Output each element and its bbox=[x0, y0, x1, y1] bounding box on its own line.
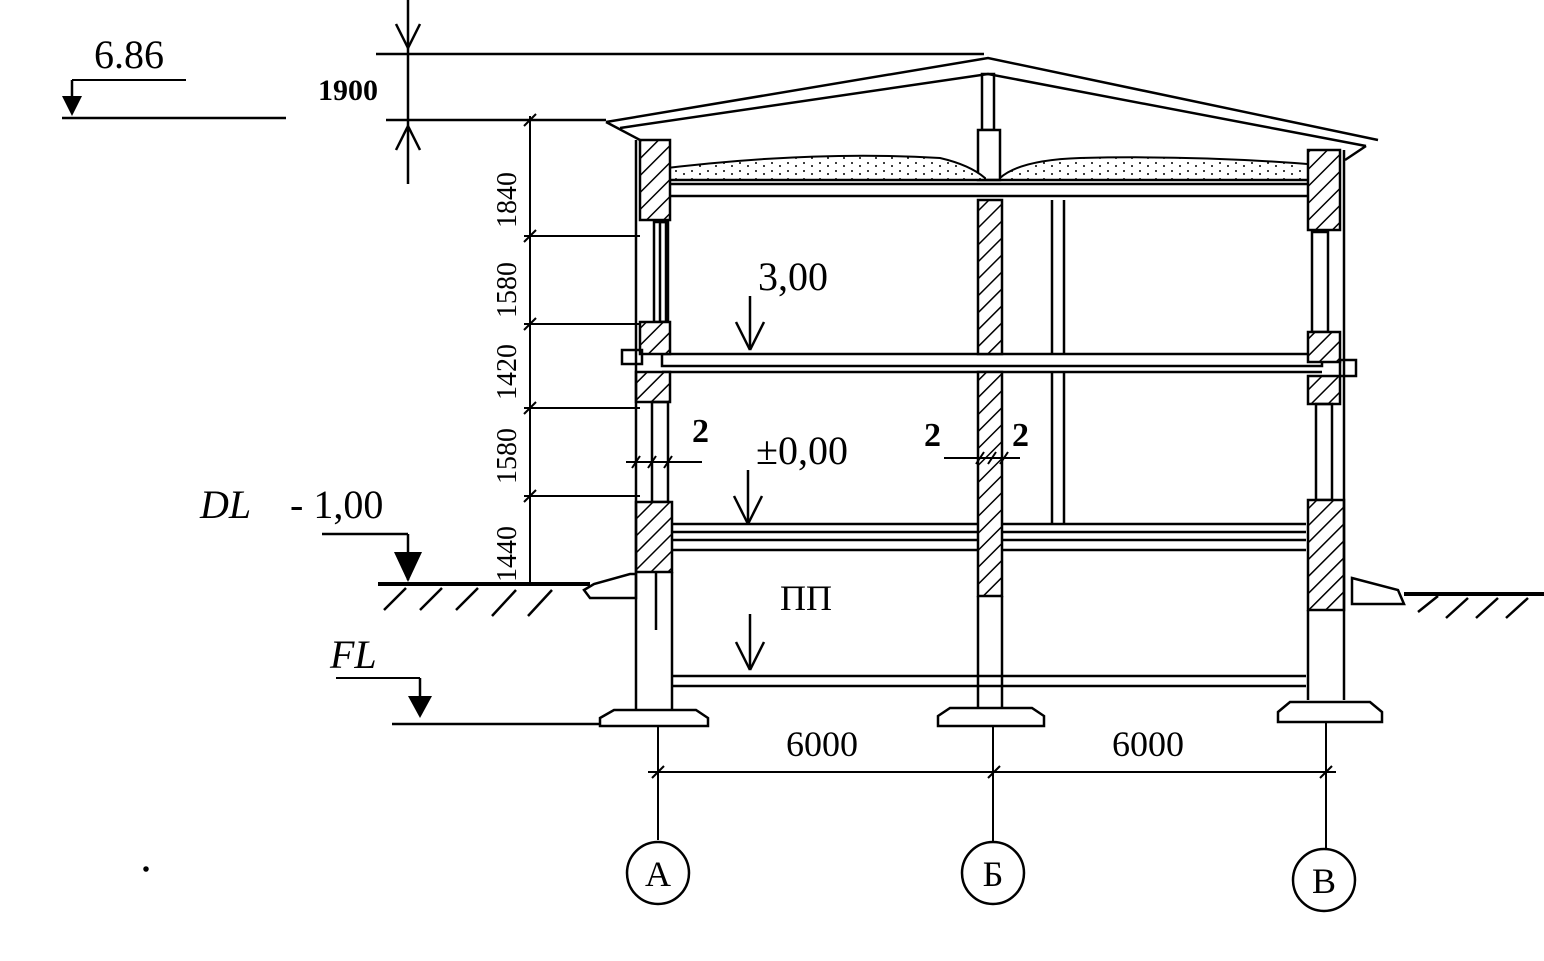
span-left-label: 6000 bbox=[786, 724, 858, 764]
ground-floor-elevation-label: ±0,00 bbox=[756, 428, 848, 473]
wall-thickness-mark-middle bbox=[944, 451, 1020, 465]
basement-floor-label: ПП bbox=[780, 578, 832, 618]
wall-thickness-mark-left bbox=[626, 455, 702, 469]
dim-1840: 1840 bbox=[492, 172, 523, 228]
floor-slab-roof bbox=[655, 178, 1325, 198]
roof-height-dimension bbox=[376, 0, 984, 184]
elevation-arrow-dl bbox=[322, 532, 422, 582]
ground-line-left bbox=[378, 582, 590, 617]
floor-slab-second bbox=[660, 352, 1324, 374]
roof bbox=[605, 56, 1379, 182]
dim-1440: 1440 bbox=[492, 526, 523, 582]
fl-label: FL bbox=[329, 632, 377, 677]
stray-dot bbox=[143, 866, 149, 872]
dl-value-label: - 1,00 bbox=[290, 482, 383, 527]
wall-thickness-middle-right: 2 bbox=[1012, 417, 1029, 454]
elevation-arrow-fl bbox=[336, 677, 432, 718]
dim-1580-upper: 1580 bbox=[492, 262, 523, 318]
attic-insulation bbox=[649, 154, 986, 181]
wall-thickness-left: 2 bbox=[692, 413, 709, 450]
ground-line-right bbox=[1350, 576, 1544, 619]
right-wall bbox=[1276, 148, 1384, 724]
floor-slab-basement bbox=[672, 674, 1306, 688]
top-elevation-label: 6.86 bbox=[94, 32, 164, 77]
attic-insulation-right bbox=[999, 156, 1321, 181]
dim-1420: 1420 bbox=[492, 344, 523, 400]
blind-area-left bbox=[582, 572, 638, 600]
elevation-arrow-pp bbox=[734, 614, 766, 671]
axis-a bbox=[625, 726, 691, 906]
axis-b-label: Б bbox=[983, 854, 1004, 894]
dl-label: DL bbox=[199, 482, 251, 527]
vertical-dimension-chain bbox=[523, 113, 640, 584]
axis-v bbox=[1291, 722, 1357, 913]
span-right-label: 6000 bbox=[1112, 724, 1184, 764]
elevation-arrow-000 bbox=[732, 470, 764, 525]
middle-column bbox=[936, 198, 1066, 728]
top-elevation-marker bbox=[62, 79, 286, 120]
roof-height-label: 1900 bbox=[318, 74, 378, 107]
dim-1580-lower: 1580 bbox=[492, 428, 523, 484]
wall-thickness-middle-left: 2 bbox=[924, 417, 941, 454]
elevation-arrow-300 bbox=[734, 296, 766, 351]
axis-v-label: В bbox=[1312, 861, 1336, 901]
second-floor-elevation-label: 3,00 bbox=[758, 254, 828, 299]
left-wall bbox=[598, 138, 710, 728]
axis-a-label: А bbox=[645, 854, 671, 894]
axis-b bbox=[960, 726, 1026, 906]
